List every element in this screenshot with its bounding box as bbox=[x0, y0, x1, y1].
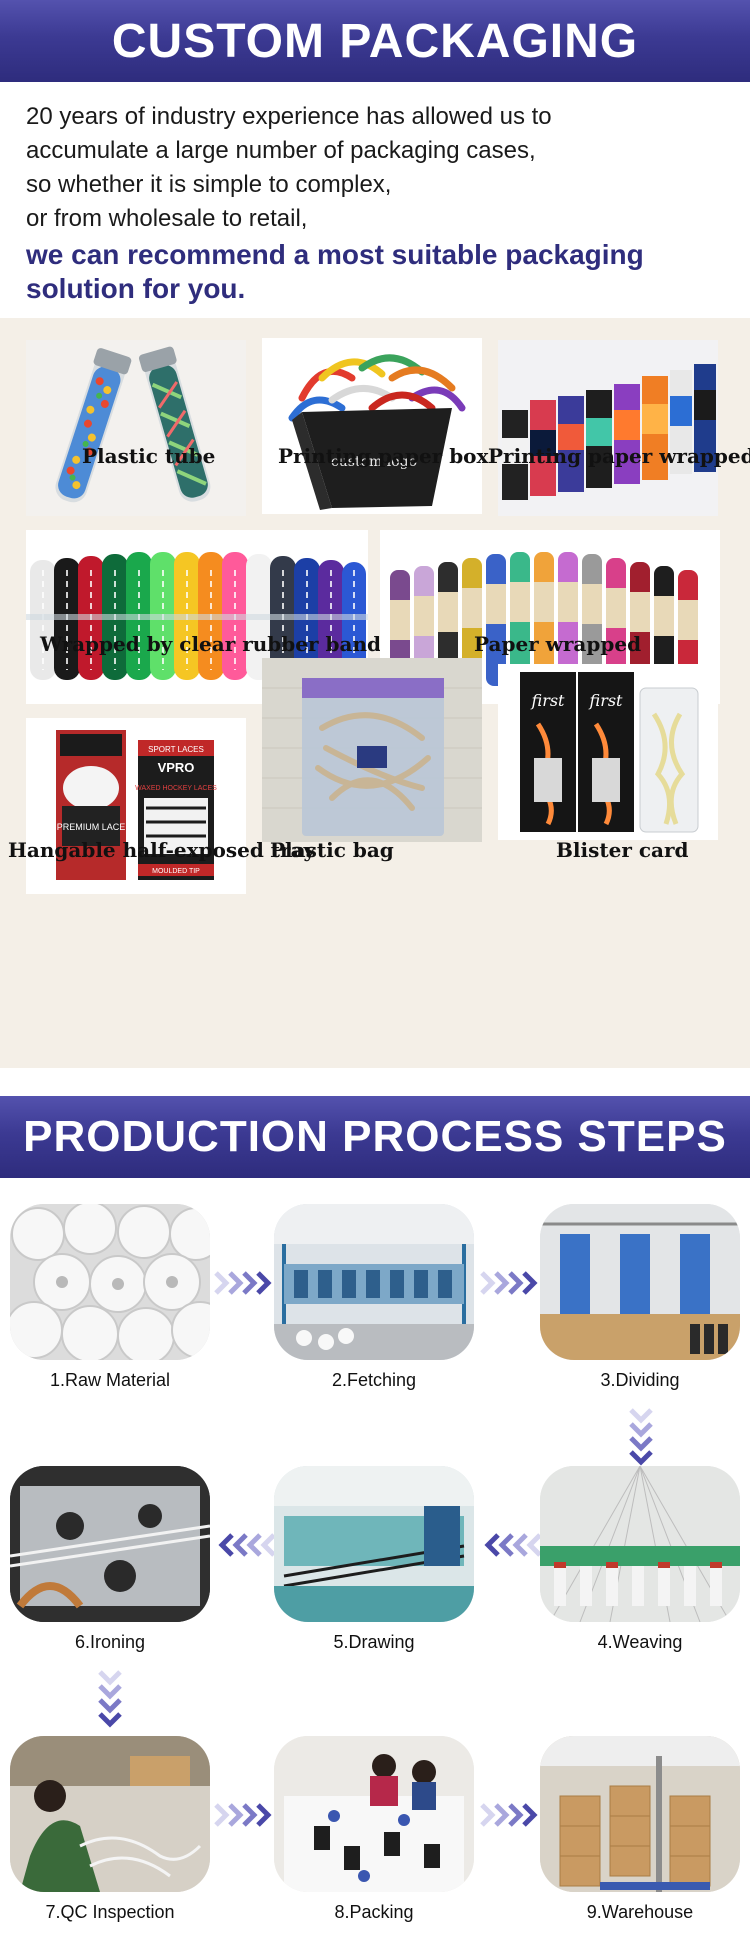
caption-blister-card: Blister card bbox=[556, 838, 689, 862]
step-image-warehouse bbox=[540, 1736, 740, 1892]
step-image-ironing bbox=[10, 1466, 210, 1622]
step-image-weaving bbox=[540, 1466, 740, 1622]
caption-plastic-bag: Plastic bag bbox=[270, 838, 394, 862]
tray-brand-text: WAXED HOCKEY LACES bbox=[135, 785, 217, 792]
intro-line: accumulate a large number of packaging c… bbox=[26, 137, 536, 164]
arrow-right-icon bbox=[214, 1803, 272, 1827]
step-label: 2.Fetching bbox=[331, 1370, 417, 1390]
packaging-gallery: Plastic tube custom logo Printing paper … bbox=[0, 318, 750, 1068]
production-process-banner: PRODUCTION PROCESS STEPS bbox=[0, 1096, 750, 1178]
step-image-dividing bbox=[540, 1204, 740, 1360]
step-label: 1.Raw Material bbox=[49, 1370, 171, 1390]
arrow-right-icon bbox=[214, 1271, 272, 1295]
caption-paper-wrapped: Paper wrapped bbox=[474, 632, 642, 656]
arrow-left-icon bbox=[218, 1533, 276, 1557]
caption-printing-paper-wrapped: Printing paper wrapped bbox=[488, 444, 750, 468]
arrow-right-icon bbox=[480, 1803, 538, 1827]
production-process-title: PRODUCTION PROCESS STEPS bbox=[23, 1112, 727, 1161]
intro-line: 20 years of industry experience has allo… bbox=[26, 103, 552, 130]
step-label: 3.Dividing bbox=[600, 1370, 680, 1390]
hangable-tray-image: PREMIUM LACE SPORT LACES VPRO WAXED HOCK… bbox=[26, 718, 246, 894]
step-label: 7.QC Inspection bbox=[45, 1902, 175, 1922]
step-label: 9.Warehouse bbox=[586, 1902, 694, 1922]
box-logo-text: custom logo bbox=[331, 454, 417, 470]
caption-plastic-tube: Plastic tube bbox=[82, 444, 216, 468]
printing-paper-wrapped-image bbox=[498, 340, 718, 516]
custom-packaging-title: CUSTOM PACKAGING bbox=[111, 14, 639, 68]
blister-card-image: first first bbox=[498, 664, 718, 840]
blister-brand-text: first bbox=[531, 691, 566, 710]
intro-highlight: we can recommend a most suitable packagi… bbox=[26, 239, 644, 304]
packaging-intro: 20 years of industry experience has allo… bbox=[26, 100, 726, 306]
step-image-drawing bbox=[274, 1466, 474, 1622]
rubber-band-image bbox=[26, 530, 368, 704]
intro-line: or from wholesale to retail, bbox=[26, 205, 308, 232]
plastic-tube-image bbox=[26, 340, 246, 516]
step-label: 5.Drawing bbox=[333, 1632, 415, 1652]
arrow-right-icon bbox=[480, 1271, 538, 1295]
step-label: 4.Weaving bbox=[597, 1632, 683, 1652]
tray-brand-text: VPRO bbox=[158, 760, 195, 775]
plastic-bag-image bbox=[262, 658, 482, 842]
caption-hangable-tray: Hangable half-exposed tray bbox=[8, 838, 316, 862]
custom-packaging-banner: CUSTOM PACKAGING bbox=[0, 0, 750, 82]
tray-brand-text: PREMIUM LACE bbox=[57, 822, 126, 832]
step-image-fetching bbox=[274, 1204, 474, 1360]
tray-brand-text: MOULDED TIP bbox=[152, 868, 200, 875]
step-image-raw-material bbox=[10, 1204, 210, 1360]
step-label: 6.Ironing bbox=[74, 1632, 146, 1652]
arrow-down-icon bbox=[98, 1670, 122, 1728]
step-label: 8.Packing bbox=[334, 1902, 414, 1922]
arrow-left-icon bbox=[484, 1533, 542, 1557]
printing-paper-box-image: custom logo bbox=[262, 338, 482, 514]
intro-line: so whether it is simple to complex, bbox=[26, 171, 392, 198]
step-image-qc-inspection bbox=[10, 1736, 210, 1892]
caption-printing-paper-box: Printing paper box bbox=[278, 444, 489, 468]
step-image-packing bbox=[274, 1736, 474, 1892]
tray-brand-text: SPORT LACES bbox=[148, 745, 204, 754]
blister-brand-text: first bbox=[589, 691, 624, 710]
arrow-down-icon bbox=[629, 1408, 653, 1466]
caption-rubber-band: Wrapped by clear rubber band bbox=[40, 632, 381, 656]
